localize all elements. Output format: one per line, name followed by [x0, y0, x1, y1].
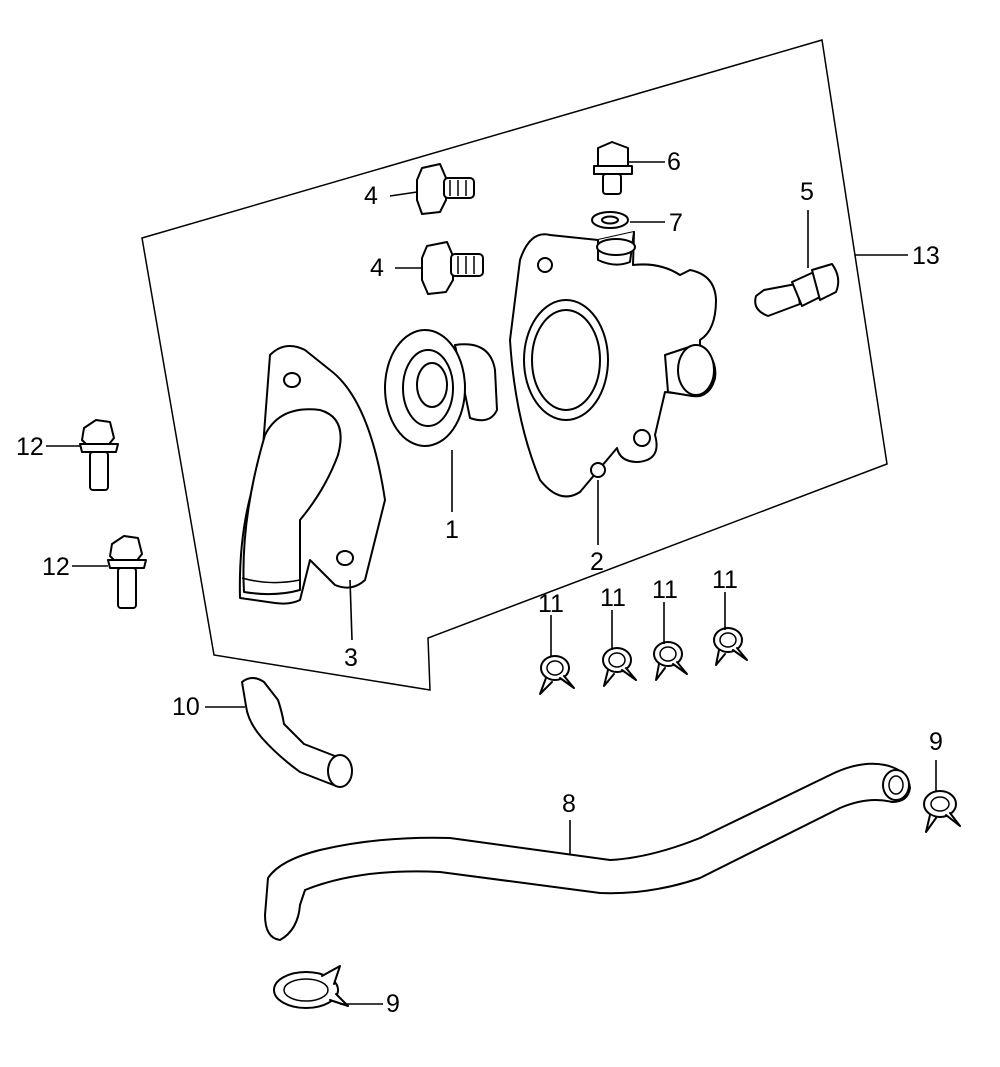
- part-11-clamp-a[interactable]: [539, 655, 575, 695]
- callout-9-upper: 9: [929, 728, 943, 756]
- callout-9-lower: 9: [386, 990, 400, 1018]
- callout-11-c: 11: [652, 576, 678, 604]
- part-8-long-hose[interactable]: [264, 762, 911, 941]
- callout-12-upper: 12: [16, 433, 44, 461]
- callout-4-upper: 4: [364, 182, 378, 210]
- part-4-bolt-upper[interactable]: [416, 163, 475, 215]
- part-5-temp-sensor[interactable]: [754, 263, 840, 317]
- callout-3: 3: [344, 644, 358, 672]
- callout-12-lower: 12: [42, 553, 70, 581]
- callout-6: 6: [667, 148, 681, 176]
- callout-11-d: 11: [712, 566, 738, 594]
- part-1-thermostat[interactable]: [384, 329, 498, 447]
- callout-13: 13: [912, 242, 940, 270]
- part-11-clamp-b[interactable]: [602, 647, 637, 687]
- part-12-bolt-upper[interactable]: [79, 419, 119, 491]
- callout-7: 7: [669, 209, 683, 237]
- part-6-bolt[interactable]: [593, 141, 633, 195]
- callout-11-b: 11: [600, 584, 626, 612]
- part-9-clamp-lower[interactable]: [273, 965, 349, 1009]
- callout-10: 10: [172, 693, 200, 721]
- assembly-panel: [141, 39, 888, 691]
- callout-1: 1: [445, 516, 459, 544]
- part-12-bolt-lower[interactable]: [107, 535, 147, 609]
- part-2-thermostat-housing[interactable]: [509, 231, 717, 498]
- part-9-clamp-upper[interactable]: [923, 790, 961, 833]
- part-4-bolt-lower[interactable]: [421, 241, 484, 295]
- callout-2: 2: [590, 548, 604, 576]
- part-7-washer[interactable]: [591, 211, 629, 229]
- part-11-clamp-d[interactable]: [713, 627, 748, 666]
- callout-4-lower: 4: [370, 254, 384, 282]
- callout-11-a: 11: [538, 590, 564, 618]
- part-10-short-hose[interactable]: [241, 677, 353, 788]
- part-3-outlet-cover[interactable]: [238, 345, 386, 605]
- leader-lines: [46, 161, 937, 1005]
- part-11-clamp-c[interactable]: [653, 641, 688, 681]
- callout-5: 5: [800, 178, 814, 206]
- callout-8: 8: [562, 790, 576, 818]
